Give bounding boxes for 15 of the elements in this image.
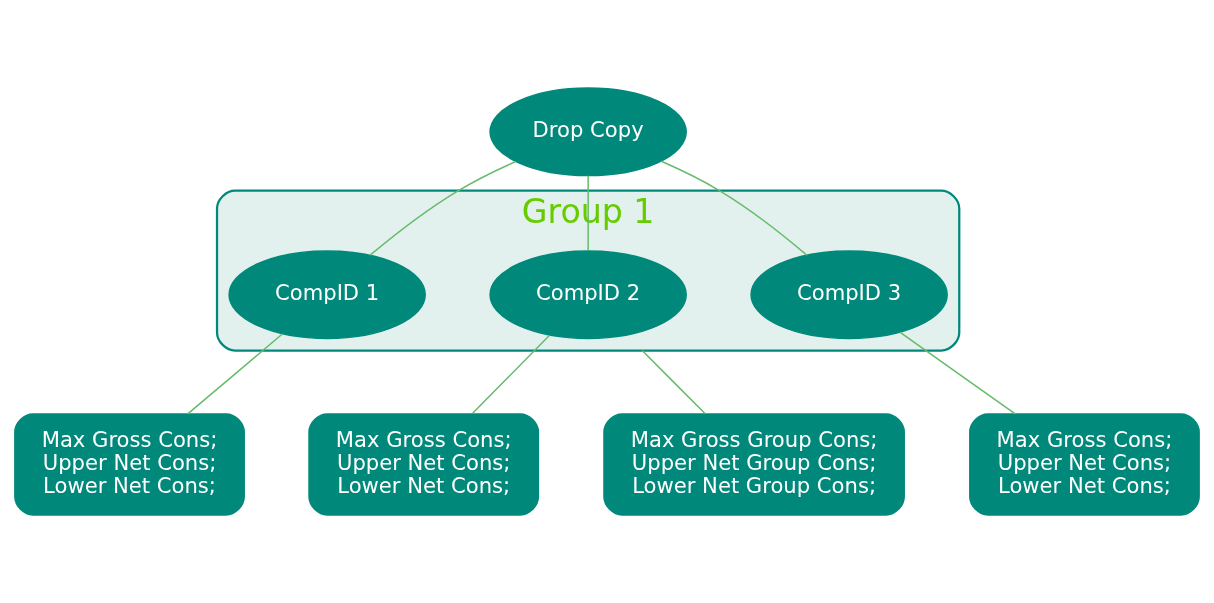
connector (186, 333, 284, 415)
node-box: Max Gross Cons; Upper Net Cons; Lower Net Cons; (14, 413, 245, 516)
node-box: Max Gross Cons; Upper Net Cons; Lower Net Cons; (308, 413, 540, 516)
connector (660, 160, 808, 256)
connector (471, 334, 551, 415)
node-box: Max Gross Cons; Upper Net Cons; Lower Net Cons; (969, 413, 1200, 516)
connector (587, 174, 589, 252)
connector (899, 331, 1016, 415)
connector (369, 160, 517, 256)
node-ellipse: CompID 1 (228, 250, 426, 340)
node-ellipse: Drop Copy (489, 87, 687, 177)
node-ellipse: CompID 2 (489, 250, 687, 340)
connector (641, 349, 706, 415)
node-box: Max Gross Group Cons; Upper Net Group Cons; Lower Net Group Cons; (603, 413, 905, 516)
node-ellipse: CompID 3 (750, 250, 948, 340)
